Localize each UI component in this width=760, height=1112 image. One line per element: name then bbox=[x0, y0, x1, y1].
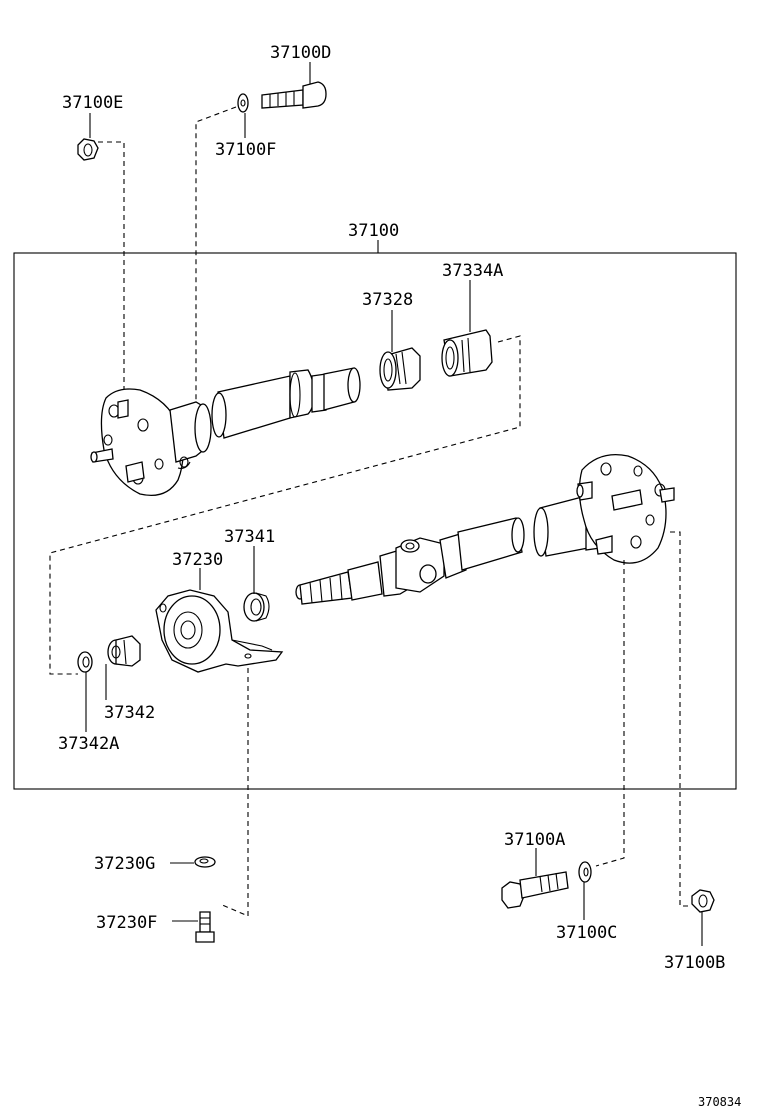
label-37328: 37328 bbox=[362, 290, 413, 310]
assembly-frame bbox=[13, 252, 737, 790]
washer-37230G bbox=[194, 856, 216, 868]
washer-37100C bbox=[578, 861, 592, 883]
label-37342A: 37342A bbox=[58, 734, 119, 754]
cap-37334A bbox=[441, 329, 493, 377]
label-37334A: 37334A bbox=[442, 261, 503, 281]
label-37230: 37230 bbox=[172, 550, 223, 570]
dash-line-e bbox=[98, 141, 125, 446]
bush-37328 bbox=[379, 347, 421, 391]
rear-flex-coupling bbox=[576, 453, 675, 564]
dash-line-bearing-bolt bbox=[219, 668, 249, 917]
label-37100B: 37100B bbox=[664, 953, 725, 973]
front-shaft-tube bbox=[211, 367, 361, 439]
label-37230G: 37230G bbox=[94, 854, 155, 874]
seal-37341 bbox=[243, 592, 270, 622]
nut-37100B bbox=[691, 889, 715, 913]
label-37100: 37100 bbox=[348, 221, 399, 241]
rear-shaft bbox=[295, 517, 525, 605]
label-37100E: 37100E bbox=[62, 93, 123, 113]
nut-37342 bbox=[107, 635, 141, 667]
dash-line-a bbox=[595, 560, 625, 867]
label-37100D: 37100D bbox=[270, 43, 331, 63]
dash-line-center bbox=[49, 335, 521, 675]
label-37230F: 37230F bbox=[96, 913, 157, 933]
label-37100C: 37100C bbox=[556, 923, 617, 943]
bolt-37230F bbox=[195, 911, 215, 943]
figure-code: 370834 bbox=[698, 1095, 741, 1109]
label-37341: 37341 bbox=[224, 527, 275, 547]
center-bearing-37230 bbox=[155, 589, 284, 673]
front-flex-coupling bbox=[90, 388, 212, 497]
washer-37100F bbox=[237, 93, 249, 113]
label-37100A: 37100A bbox=[504, 830, 565, 850]
bolt-37100D bbox=[261, 81, 327, 109]
nut-37100E bbox=[77, 138, 99, 161]
dash-line-f bbox=[195, 106, 237, 400]
bolt-37100A bbox=[501, 871, 569, 909]
washer-37342A bbox=[77, 651, 93, 673]
dash-line-b bbox=[670, 531, 690, 907]
label-37100F: 37100F bbox=[215, 140, 276, 160]
label-37342: 37342 bbox=[104, 703, 155, 723]
